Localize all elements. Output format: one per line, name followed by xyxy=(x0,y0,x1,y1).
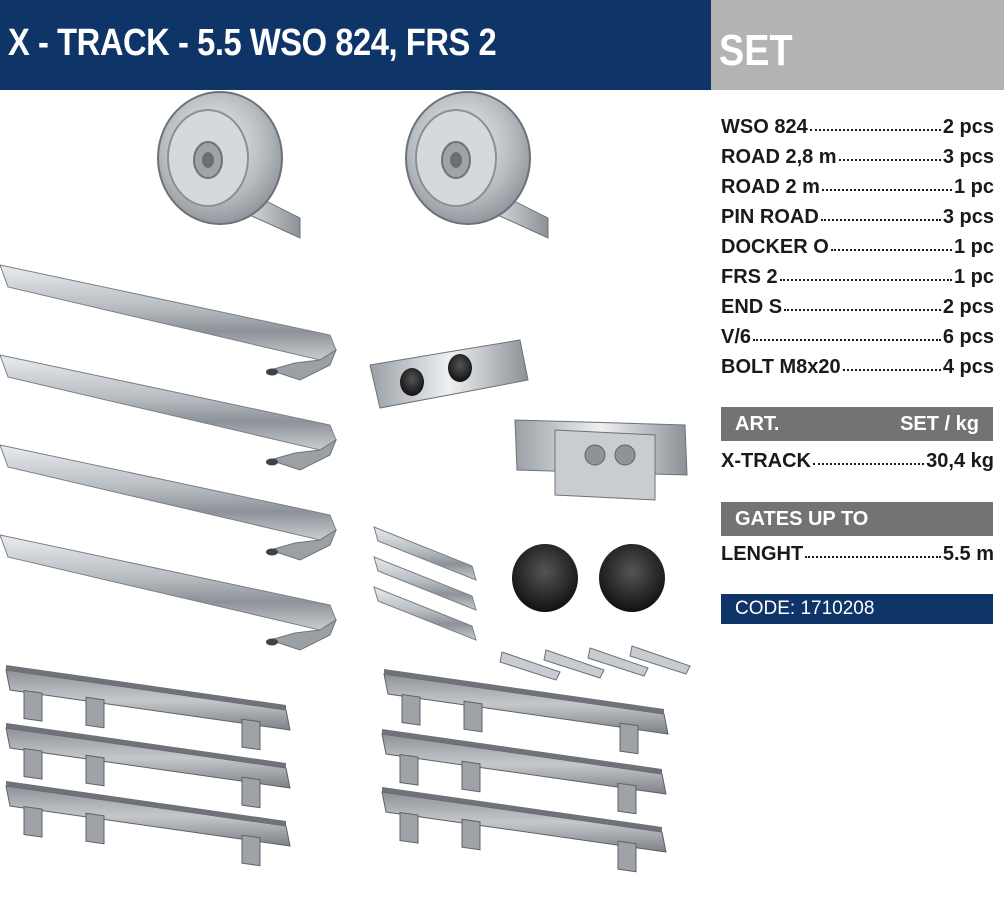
dot-leader xyxy=(784,295,941,311)
dot-leader xyxy=(805,542,941,558)
list-item: DOCKER O 1 pc xyxy=(721,236,994,266)
dot-leader xyxy=(838,145,941,161)
dot-leader xyxy=(753,325,941,341)
product-code-badge: CODE: 1710208 xyxy=(721,594,993,624)
part-name: END S xyxy=(721,296,783,318)
list-item: PIN ROAD 3 pcs xyxy=(721,206,994,236)
dot-leader xyxy=(779,265,952,281)
length-value: 5.5 m xyxy=(942,543,994,565)
art-row: X-TRACK 30,4 kg xyxy=(721,450,994,480)
length-label: LENGHT xyxy=(721,543,804,565)
part-qty: 1 pc xyxy=(953,236,994,258)
part-name: PIN ROAD xyxy=(721,206,819,228)
product-code: CODE: 1710208 xyxy=(735,598,875,619)
art-column-label: ART. xyxy=(735,412,780,435)
dot-leader xyxy=(821,175,952,191)
part-qty: 3 pcs xyxy=(942,146,994,168)
art-header-bar: ART. SET / kg xyxy=(721,407,993,441)
part-qty: 1 pc xyxy=(953,266,994,288)
part-name: ROAD 2,8 m xyxy=(721,146,837,168)
gates-row: LENGHT 5.5 m xyxy=(721,543,994,573)
list-item: X-TRACK 30,4 kg xyxy=(721,450,994,480)
set-banner: SET xyxy=(711,0,1004,90)
dot-leader xyxy=(820,205,941,221)
gates-header-label: GATES UP TO xyxy=(735,507,869,530)
list-item: LENGHT 5.5 m xyxy=(721,543,994,573)
art-weight: 30,4 kg xyxy=(926,450,994,472)
list-item: END S 2 pcs xyxy=(721,296,994,326)
part-qty: 3 pcs xyxy=(942,206,994,228)
product-illustration xyxy=(0,91,691,873)
part-name: ROAD 2 m xyxy=(721,176,820,198)
art-name: X-TRACK xyxy=(721,450,811,472)
dot-leader xyxy=(830,235,952,251)
list-item: FRS 2 1 pc xyxy=(721,266,994,296)
product-title: X - TRACK - 5.5 WSO 824, FRS 2 xyxy=(8,22,497,64)
title-banner: X - TRACK - 5.5 WSO 824, FRS 2 xyxy=(0,0,711,90)
dot-leader xyxy=(809,115,941,131)
part-qty: 4 pcs xyxy=(942,356,994,378)
set-label: SET xyxy=(719,26,793,75)
part-name: DOCKER O xyxy=(721,236,829,258)
part-name: WSO 824 xyxy=(721,116,808,138)
part-qty: 6 pcs xyxy=(942,326,994,348)
part-qty: 2 pcs xyxy=(942,296,994,318)
list-item: ROAD 2 m 1 pc xyxy=(721,176,994,206)
list-item: WSO 824 2 pcs xyxy=(721,116,994,146)
dot-leader xyxy=(842,355,941,371)
part-name: V/6 xyxy=(721,326,752,348)
gates-header-bar: GATES UP TO xyxy=(721,502,993,536)
set-kg-column-label: SET / kg xyxy=(900,412,979,435)
part-name: BOLT M8x20 xyxy=(721,356,841,378)
list-item: ROAD 2,8 m 3 pcs xyxy=(721,146,994,176)
list-item: V/6 6 pcs xyxy=(721,326,994,356)
part-qty: 1 pc xyxy=(953,176,994,198)
part-qty: 2 pcs xyxy=(942,116,994,138)
dot-leader xyxy=(813,449,925,465)
list-item: BOLT M8x20 4 pcs xyxy=(721,356,994,386)
part-name: FRS 2 xyxy=(721,266,778,288)
parts-list: WSO 824 2 pcs ROAD 2,8 m 3 pcs ROAD 2 m … xyxy=(721,116,994,386)
